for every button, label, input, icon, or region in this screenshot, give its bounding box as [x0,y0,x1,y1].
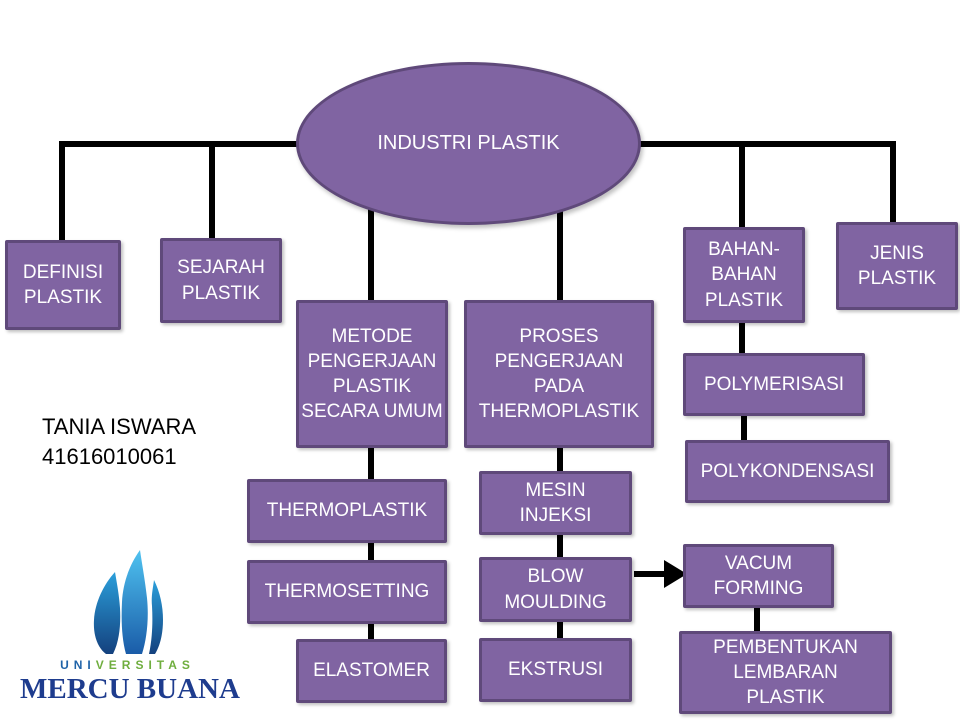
flame-icon [93,550,163,654]
node-label: MESIN INJEKSI [519,479,592,526]
node-sejarah-plastik: SEJARAH PLASTIK [160,238,282,323]
node-label: EKSTRUSI [507,659,604,681]
node-label: INDUSTRI PLASTIK [377,132,560,154]
node-polykondensasi: POLYKONDENSASI [685,440,890,503]
node-label: BAHAN-BAHAN PLASTIK [704,239,784,311]
author-block: TANIA ISWARA 41616010061 [42,412,196,471]
node-label: SEJARAH PLASTIK [177,257,265,304]
node-jenis-plastik: JENIS PLASTIK [836,222,958,310]
node-label: ELASTOMER [313,660,430,682]
node-elastomer: ELASTOMER [296,639,447,703]
university-logo: UNIVERSITAS MERCU BUANA [20,550,240,706]
node-metode-pengerjaan: METODE PENGERJAAN PLASTIK SECARA UMUM [296,300,448,448]
node-label: JENIS PLASTIK [857,242,937,289]
university-name: MERCU BUANA [20,673,240,705]
node-label: VACUM FORMING [713,552,804,599]
node-polymerisasi: POLYMERISASI [683,353,865,416]
node-proses-pengerjaan: PROSES PENGERJAAN PADA THERMOPLASTIK [464,300,654,448]
universitas-label: UNIVERSITAS [20,658,235,672]
node-thermosetting: THERMOSETTING [247,560,447,624]
node-label: METODE PENGERJAAN PLASTIK SECARA UMUM [301,325,443,423]
author-name: TANIA ISWARA [42,414,197,439]
node-vacum-forming: VACUM FORMING [683,544,834,608]
universitas-label-prefix: UNI [60,658,96,672]
node-label: THERMOPLASTIK [266,500,428,522]
node-thermoplastik: THERMOPLASTIK [247,479,447,543]
node-pembentukan-lembaran: PEMBENTUKAN LEMBARAN PLASTIK [679,631,892,714]
node-label: BLOW MOULDING [504,566,607,613]
author-id-number: 41616010061 [42,443,177,469]
node-blow-moulding: BLOW MOULDING [479,557,632,622]
node-label: PROSES PENGERJAAN PADA THERMOPLASTIK [478,325,640,423]
universitas-label-suffix: VERSITAS [95,658,195,672]
node-ekstrusi: EKSTRUSI [479,638,632,702]
node-label: POLYMERISASI [703,373,845,395]
node-definisi-plastik: DEFINISI PLASTIK [5,240,121,330]
node-mesin-injeksi: MESIN INJEKSI [479,471,632,535]
node-label: THERMOSETTING [264,581,430,603]
node-label: PEMBENTUKAN LEMBARAN PLASTIK [713,636,858,709]
node-industri-plastik: INDUSTRI PLASTIK [296,62,641,225]
node-label: POLYKONDENSASI [700,460,875,482]
node-label: DEFINISI PLASTIK [22,261,104,308]
node-bahan-bahan-plastik: BAHAN-BAHAN PLASTIK [683,227,805,323]
arrow-head [664,560,687,588]
